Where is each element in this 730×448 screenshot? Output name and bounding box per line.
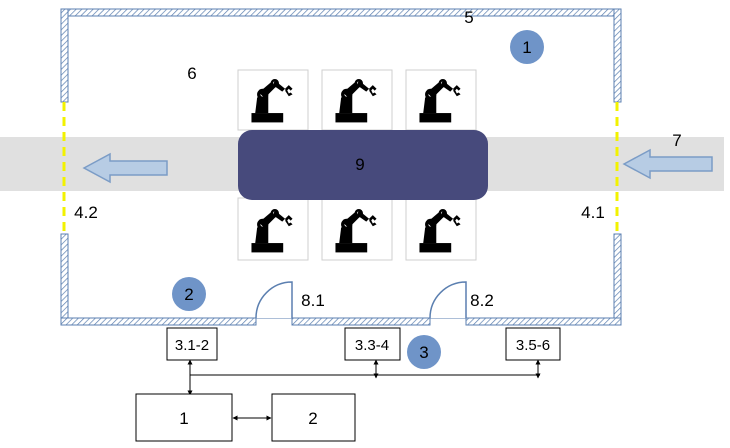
door-left (255, 281, 293, 319)
badge-2: 2 (172, 277, 206, 311)
computer-box-2-label: 2 (308, 409, 317, 428)
network-bus (187, 359, 541, 421)
label-cell-interior: 6 (187, 64, 196, 83)
outflow-arrow-icon (82, 152, 168, 184)
inflow-arrow-icon (622, 148, 713, 180)
robot-station (321, 197, 393, 261)
door-right (429, 281, 467, 319)
badge-3: 3 (407, 335, 441, 369)
robot-station (405, 69, 477, 131)
label-conveyor-in: 7 (672, 131, 681, 150)
pallet (238, 130, 488, 200)
badge-1: 1 (510, 30, 544, 64)
badge-2-label: 2 (184, 285, 193, 304)
label-cell-wall: 5 (464, 8, 473, 27)
badge-3-label: 3 (419, 343, 428, 362)
controller-box-2: 3.3-4 (344, 327, 401, 361)
robot-station (237, 69, 309, 131)
controller-box-1: 3.1-2 (166, 327, 218, 361)
controller-box-1-label: 3.1-2 (175, 337, 209, 354)
robot-station (237, 197, 309, 261)
robot-station (405, 197, 477, 261)
robot-stations (237, 69, 477, 261)
pallet-label: 9 (355, 155, 364, 174)
badge-1-label: 1 (522, 38, 531, 57)
label-opening-out: 4.2 (74, 203, 98, 222)
computer-box-1-label: 1 (179, 409, 188, 428)
label-door-right: 8.2 (470, 291, 494, 310)
cell-walls (60, 8, 622, 326)
label-door-left: 8.1 (301, 291, 325, 310)
controller-box-3-label: 3.5-6 (516, 337, 550, 354)
controller-box-2-label: 3.3-4 (355, 337, 389, 354)
label-opening-in: 4.1 (581, 203, 605, 222)
computer-box-2: 2 (271, 393, 356, 442)
robot-station (321, 69, 393, 131)
controller-box-3: 3.5-6 (505, 327, 561, 361)
computer-box-1: 1 (135, 393, 233, 442)
